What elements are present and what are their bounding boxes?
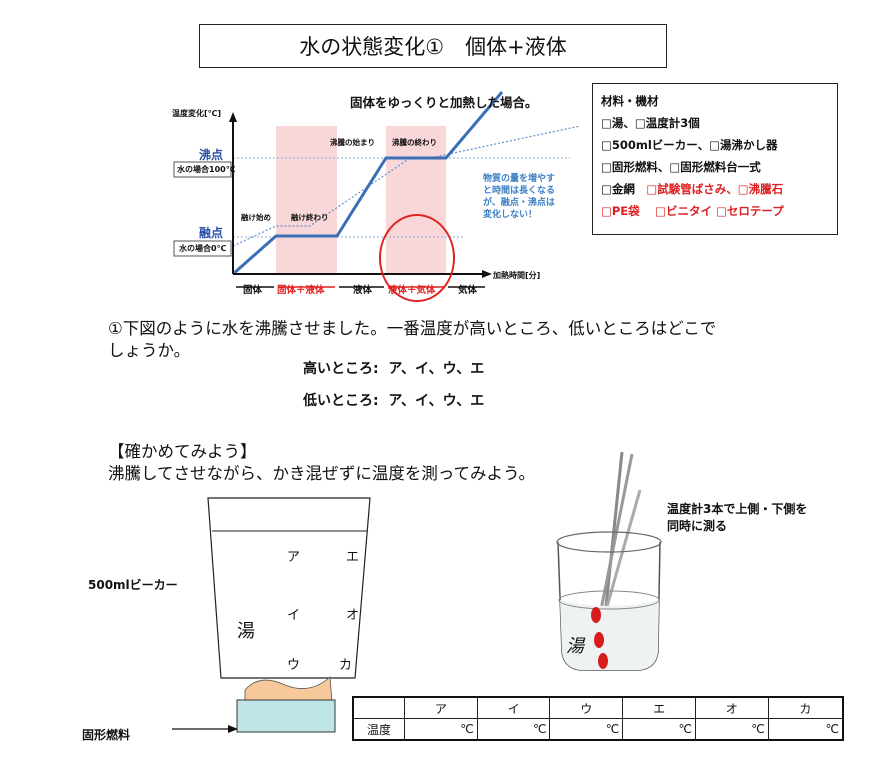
- materials-line: □500mlビーカー、□湯沸かし器: [601, 138, 778, 152]
- temp-cell[interactable]: ℃: [476, 718, 551, 741]
- materials-line: □金網 □試験管ばさみ、□沸騰石: [601, 182, 784, 196]
- table-header-cell: イ: [476, 696, 551, 719]
- try-heading: 【確かめてみよう】: [108, 442, 257, 461]
- table-row: 温度 ℃ ℃ ℃ ℃ ℃ ℃: [352, 718, 844, 741]
- flame-icon: [244, 676, 333, 703]
- temp-cell[interactable]: ℃: [404, 718, 478, 741]
- melting-water-label: 水の場合0℃: [179, 244, 227, 253]
- fuel-label: 固形燃料: [82, 728, 131, 742]
- table-row-label: 温度: [352, 718, 405, 741]
- point-o: オ: [346, 608, 360, 623]
- materials-box: 材料・機材 □湯、□温度計3個 □500mlビーカー、□湯沸かし器 □固形燃料、…: [592, 83, 838, 235]
- point-ka: カ: [339, 658, 353, 673]
- state-change-graph: [173, 91, 581, 302]
- beaker-water-label: 湯: [237, 621, 255, 642]
- heating-curve: [232, 91, 504, 276]
- phase-gas: 気体: [458, 285, 478, 296]
- bulb-3: [598, 653, 608, 669]
- try-text: 沸騰してさせながら、かき混ぜずに温度を測ってみよう。: [108, 464, 536, 483]
- bulb-2: [594, 632, 604, 648]
- fuel-arrow: [172, 725, 238, 733]
- boiling-water-label: 水の場合100℃: [177, 165, 236, 174]
- temperature-table: ア イ ウ エ オ カ 温度 ℃ ℃ ℃ ℃ ℃ ℃: [352, 696, 844, 741]
- beaker-size-label: 500mlビーカー: [88, 578, 178, 592]
- boil-end-label: 沸騰の終わり: [392, 138, 437, 147]
- photo-note-1: 温度計3本で上側・下側を: [667, 502, 808, 516]
- temp-cell[interactable]: ℃: [622, 718, 696, 741]
- graph-note: 物質の量を増やす と時間は長くなる が、融点・沸点は 変化しない！: [483, 174, 556, 220]
- boil-start-label: 沸騰の始まり: [330, 138, 375, 147]
- temp-cell[interactable]: ℃: [694, 718, 769, 741]
- beaker-outline: [207, 497, 371, 679]
- boiling-band: [386, 126, 446, 274]
- melt-end-label: 融け終わり: [291, 213, 329, 222]
- table-header-cell: [352, 696, 405, 719]
- point-a: ア: [287, 550, 301, 565]
- high-answer: 高いところ: ア、イ、ウ、エ: [303, 361, 485, 377]
- graph-heading: 固体をゆっくりと加熱した場合。: [350, 95, 538, 110]
- materials-heading: 材料・機材: [601, 94, 659, 108]
- table-header-cell: ウ: [549, 696, 624, 719]
- question-line-2: しょうか。: [108, 341, 191, 360]
- melting-point-label: 融点: [199, 226, 224, 240]
- highlight-circle: [379, 214, 455, 302]
- temp-cell[interactable]: ℃: [767, 718, 844, 741]
- boiling-point-label: 沸点: [199, 148, 224, 162]
- phase-liquid-gas: 液体＋気体: [388, 285, 436, 296]
- point-u: ウ: [287, 658, 301, 673]
- melt-start-label: 融け始め: [241, 213, 271, 222]
- beaker-diagram: [207, 497, 371, 733]
- phase-solid: 固体: [243, 285, 263, 296]
- photo-water-label: 湯: [566, 636, 584, 657]
- materials-line: □PE袋 □ビニタイ □セロテープ: [601, 204, 784, 218]
- melting-band: [276, 126, 337, 274]
- photo-note-2: 同時に測る: [667, 519, 728, 533]
- point-i: イ: [287, 608, 301, 623]
- phase-liquid: 液体: [353, 285, 373, 296]
- table-header-cell: カ: [767, 696, 844, 719]
- materials-line: □湯、□温度計3個: [601, 116, 700, 130]
- fuel-block: [236, 699, 336, 733]
- thermometer-beaker-photo: [556, 451, 662, 671]
- phase-solid-liquid: 固体＋液体: [277, 285, 325, 296]
- temp-cell[interactable]: ℃: [549, 718, 624, 741]
- thermometer-2: [596, 453, 634, 626]
- bulb-1: [591, 607, 601, 623]
- materials-line: □固形燃料、□固形燃料台一式: [601, 160, 761, 174]
- x-axis-label: 加熱時間[分]: [493, 271, 541, 280]
- low-answer: 低いところ: ア、イ、ウ、エ: [303, 393, 485, 409]
- table-header-cell: オ: [694, 696, 769, 719]
- table-header-row: ア イ ウ エ オ カ: [352, 696, 844, 719]
- point-e: エ: [346, 550, 360, 565]
- table-header-cell: ア: [404, 696, 478, 719]
- table-header-cell: エ: [622, 696, 696, 719]
- alt-curve: [232, 125, 581, 247]
- y-axis-label: 温度変化[℃]: [172, 109, 221, 118]
- page-title: 水の状態変化① 個体+液体: [199, 24, 667, 68]
- question-line-1: ①下図のように水を沸騰させました。一番温度が高いところ、低いところはどこで: [108, 319, 717, 338]
